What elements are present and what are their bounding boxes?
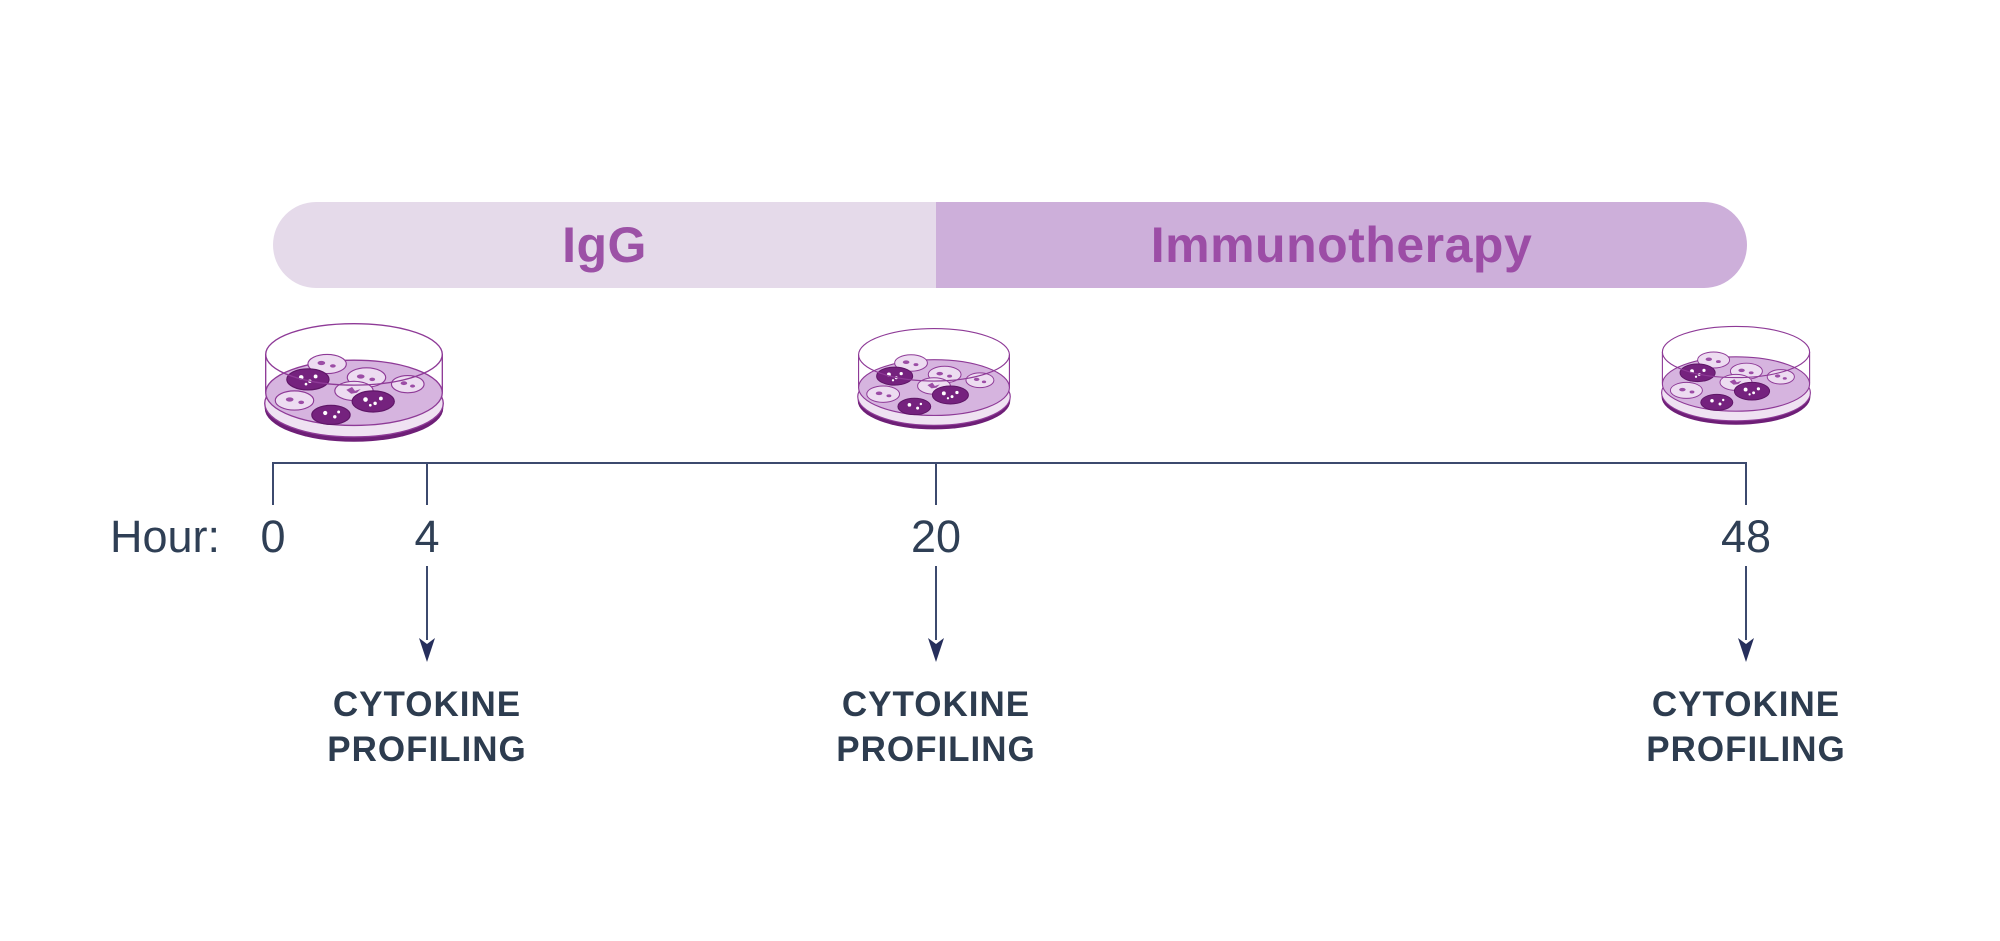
event-label: CYTOKINE PROFILING (1526, 682, 1966, 772)
down-arrowhead-icon (928, 638, 944, 662)
hour-axis-label: Hour: (110, 511, 221, 562)
down-arrowhead-icon (1738, 638, 1754, 662)
down-arrow-stem (935, 566, 937, 640)
down-arrow (419, 566, 435, 662)
event-label-line2: PROFILING (1646, 730, 1846, 769)
down-arrow (928, 566, 944, 662)
down-arrow (1738, 566, 1754, 662)
down-arrow-stem (1745, 566, 1747, 640)
hour-value-48: 48 (1720, 511, 1772, 562)
petri-dish-icon (258, 316, 450, 450)
petri-dish-icon (1656, 320, 1816, 432)
hour-value-4: 4 (414, 511, 440, 562)
down-arrow-stem (426, 566, 428, 640)
event-label: CYTOKINE PROFILING (716, 682, 1156, 772)
timeline-tick-4 (426, 462, 428, 505)
petri-dish-icon (852, 322, 1016, 437)
down-arrowhead-icon (419, 638, 435, 662)
event-label: CYTOKINE PROFILING (207, 682, 647, 772)
timeline-tick-0 (272, 462, 274, 505)
hour-value-20: 20 (910, 511, 962, 562)
phase-label-immunotherapy: Immunotherapy (1150, 217, 1533, 273)
event-label-line1: CYTOKINE (841, 685, 1031, 724)
phase-bar: IgG Immunotherapy (273, 202, 1747, 288)
timeline-tick-48 (1745, 462, 1747, 505)
event-label-line1: CYTOKINE (332, 685, 522, 724)
event-label-line2: PROFILING (327, 730, 527, 769)
hour-value-0: 0 (260, 511, 286, 562)
phase-segment-immunotherapy: Immunotherapy (936, 202, 1747, 288)
phase-label-igg: IgG (562, 217, 647, 273)
timeline-axis (273, 462, 1747, 464)
phase-segment-igg: IgG (273, 202, 936, 288)
event-label-line1: CYTOKINE (1651, 685, 1841, 724)
event-label-line2: PROFILING (836, 730, 1036, 769)
timeline-tick-20 (935, 462, 937, 505)
